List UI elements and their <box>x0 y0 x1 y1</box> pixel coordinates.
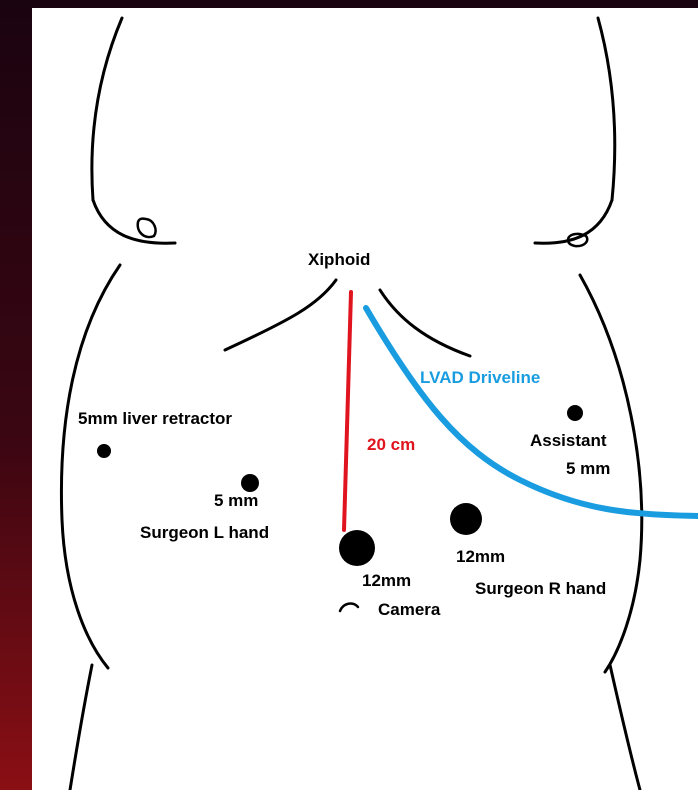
left-hand-size-label: 5 mm <box>214 491 258 510</box>
left-hand-label: Surgeon L hand <box>140 523 269 542</box>
right-hand-label: Surgeon R hand <box>475 579 606 598</box>
camera-label: Camera <box>378 600 441 619</box>
xiphoid-label: Xiphoid <box>308 250 370 269</box>
camera-port <box>339 530 375 566</box>
assistant-size-label: 5 mm <box>566 459 610 478</box>
camera-size-label: 12mm <box>362 571 411 590</box>
left-hand-port <box>241 474 259 492</box>
lvad-driveline-label: LVAD Driveline <box>420 368 540 387</box>
assistant-label: Assistant <box>530 431 607 450</box>
right-hand-size-label: 12mm <box>456 547 505 566</box>
distance-label: 20 cm <box>367 435 415 454</box>
liver-retractor-port <box>97 444 111 458</box>
diagram-panel <box>32 8 698 790</box>
assistant-port <box>567 405 583 421</box>
right-hand-port <box>450 503 482 535</box>
liver-retractor-label: 5mm liver retractor <box>78 409 232 428</box>
